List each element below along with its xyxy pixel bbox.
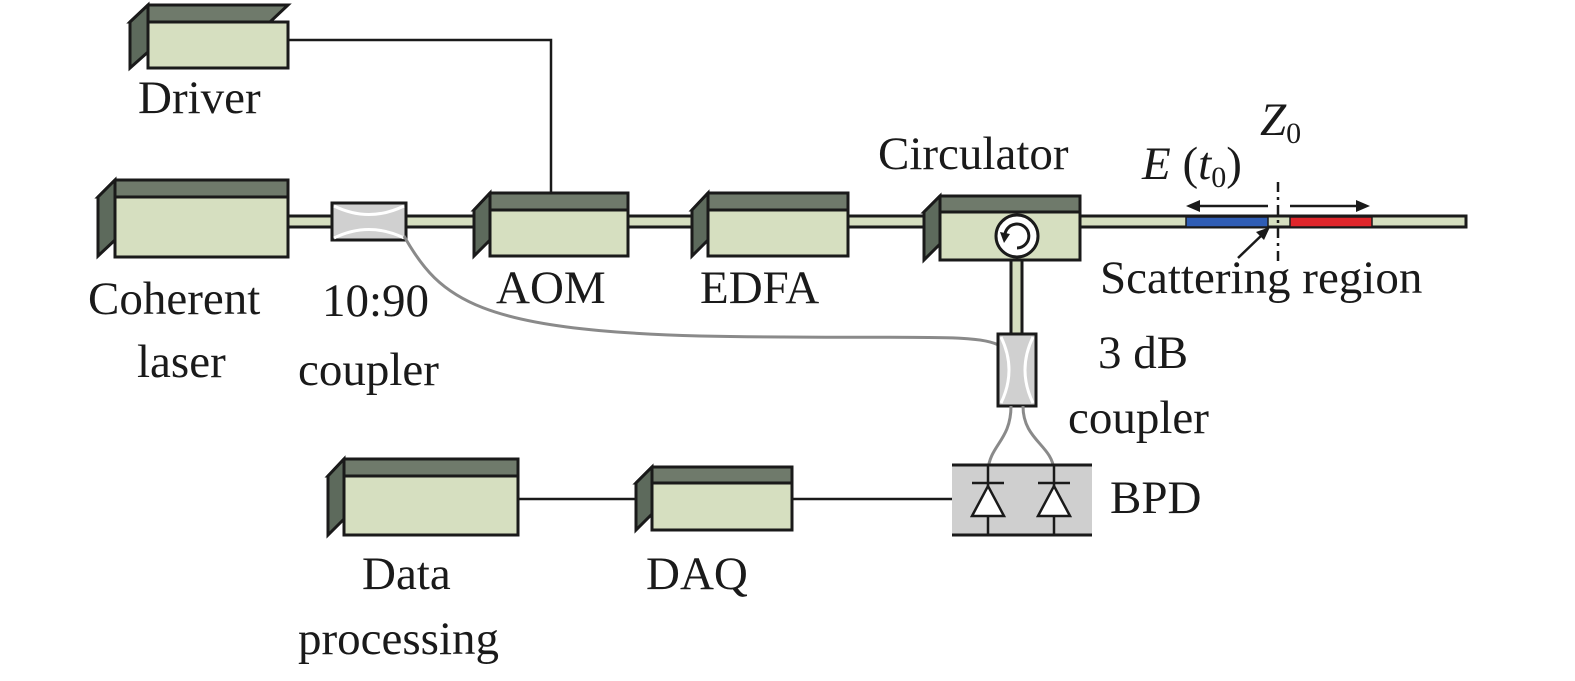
coherent-laser-box [94,176,290,260]
z0-label: Z0 [1260,94,1301,150]
driver-label: Driver [138,72,261,124]
coherent-laser-label-line1: Coherent [88,273,260,325]
scattering-segment-blue [1185,216,1269,228]
circulator-label: Circulator [878,128,1069,180]
local-oscillator-fiber [402,235,1001,348]
fiber-laser-coupler [284,214,340,229]
daq-label: DAQ [646,548,748,600]
data-processing-label-line2: processing [298,613,499,665]
circulator-box [920,192,1082,264]
edfa-box [688,189,850,260]
fiber-circulator-3db [1009,258,1024,338]
coupler-3db-label-line2: coupler [1068,392,1209,444]
driver-aom-wire [288,38,553,195]
photodiode-icon-right [1035,483,1073,518]
data-processing-label-line1: Data [362,548,451,600]
scattering-region-label: Scattering region [1100,252,1422,304]
fiber-output [1078,214,1468,229]
daq-box [632,463,794,534]
coupler-1090-label-line1: 10:90 [322,275,429,327]
bpd-label: BPD [1110,472,1201,524]
coupler-bpd-fiber-right [1021,405,1056,471]
fiber-edfa-circulator [846,214,928,229]
data-processing-box [324,455,520,539]
coupler-1090-label-line2: coupler [298,344,439,396]
photodiode-icon-left [969,483,1007,518]
coupler-1090 [330,201,408,242]
coupler-bpd-fiber-left [986,405,1013,471]
scattering-pointer-arrow [1237,232,1265,259]
coherent-laser-label-line2: laser [137,336,226,388]
scattering-segment-red [1289,216,1373,228]
aom-box [470,189,630,260]
coupler-3db [996,332,1038,408]
e-t0-label: E (t0) [1141,138,1242,194]
fiber-aom-edfa [626,214,696,229]
coupler-3db-label-line1: 3 dB [1098,327,1188,379]
driver-box [126,1,292,72]
edfa-label: EDFA [700,262,819,314]
circulator-icon [994,213,1040,259]
aom-label: AOM [496,262,606,314]
fiber-coupler-aom [402,214,478,229]
bpd-detector [952,463,1092,537]
